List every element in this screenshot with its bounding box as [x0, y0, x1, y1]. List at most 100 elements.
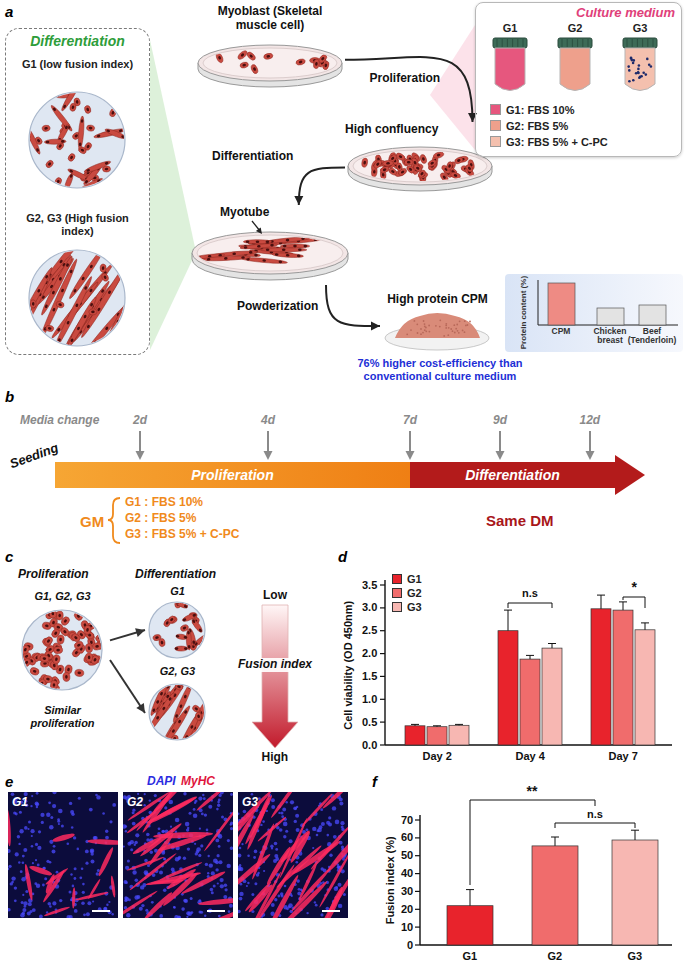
nucleus	[70, 338, 74, 342]
nucleus-stain	[328, 816, 331, 819]
error-bar	[641, 623, 649, 630]
nucleus-stain	[215, 868, 218, 871]
cell	[48, 608, 57, 618]
cell	[250, 64, 259, 75]
nucleus	[240, 53, 244, 57]
powder-grain	[443, 335, 445, 337]
cap-ridge	[523, 39, 524, 47]
nucleus	[91, 310, 95, 313]
cell	[63, 672, 70, 681]
nucleus-stain	[14, 886, 17, 889]
nucleus	[178, 719, 182, 723]
nucleus-stain	[20, 870, 23, 873]
myotube-stain	[255, 864, 296, 918]
nucleus-stain	[103, 907, 107, 911]
myotube-stain	[321, 792, 348, 810]
cell	[427, 159, 437, 168]
nucleus-stain	[71, 826, 74, 829]
bar	[520, 659, 540, 745]
myotube-stain	[244, 881, 272, 913]
panel-letter: a	[5, 3, 13, 20]
node-text: G2, G3	[145, 665, 210, 678]
cell	[73, 97, 81, 106]
nucleus	[89, 264, 93, 268]
nucleus-stain	[328, 823, 332, 827]
nucleus-stain	[210, 888, 214, 892]
nucleus-stain	[343, 893, 346, 896]
node-text: G3	[615, 22, 665, 35]
tick-arrow	[139, 431, 141, 452]
connector	[345, 57, 477, 122]
error-bar	[433, 725, 441, 727]
nucleus-stain	[181, 907, 185, 911]
nucleus	[93, 658, 97, 662]
nucleus-stain	[159, 914, 163, 918]
nucleus	[437, 153, 441, 156]
nucleus-stain	[271, 805, 275, 809]
particle	[645, 73, 648, 76]
nucleus-stain	[243, 810, 247, 814]
time-label: 2d	[133, 414, 147, 428]
bar-label: Chicken breast	[587, 327, 633, 346]
nucleus-stain	[271, 798, 275, 802]
myotube-stain	[139, 822, 183, 858]
nucleus-stain	[23, 848, 27, 852]
nucleus	[244, 246, 248, 249]
nucleus-stain	[262, 820, 265, 823]
cell	[167, 615, 177, 625]
cell	[465, 163, 475, 173]
powder-grain	[428, 325, 430, 327]
stain-label: MyHC	[181, 775, 215, 789]
nucleus	[32, 670, 36, 674]
error-bar	[597, 595, 605, 609]
callout-shade	[150, 40, 196, 350]
nucleus	[65, 186, 69, 190]
nucleus-stain	[238, 812, 240, 815]
nucleus-stain	[213, 885, 216, 888]
nucleus	[407, 161, 411, 164]
powder-grain	[424, 326, 426, 328]
connector-line	[326, 285, 380, 326]
nucleus-stain	[219, 860, 223, 864]
tick-label: 10	[401, 921, 413, 934]
cell	[53, 646, 63, 654]
nucleus	[105, 168, 109, 171]
nucleus-stain	[130, 848, 133, 851]
nucleus-stain	[186, 828, 189, 831]
nucleus-stain	[189, 812, 192, 815]
nucleus	[175, 714, 179, 718]
nucleus	[170, 617, 174, 621]
cell-field	[24, 81, 127, 194]
cap-ridge	[517, 39, 518, 47]
nucleus-stain	[11, 881, 14, 884]
nucleus-stain	[135, 879, 139, 883]
nucleus-stain	[73, 836, 76, 839]
micrograph	[8, 792, 118, 918]
cell	[176, 633, 188, 640]
nucleus-stain	[217, 882, 219, 884]
nucleus-stain	[67, 842, 70, 845]
nucleus-stain	[290, 800, 294, 804]
nucleus-stain	[56, 871, 59, 874]
nucleus	[205, 700, 209, 704]
nucleus-stain	[40, 813, 44, 817]
nucleus	[89, 288, 93, 292]
nucleus-stain	[19, 829, 23, 833]
nucleus-stain	[283, 835, 286, 838]
node-text: G1, G2, G3	[15, 590, 110, 603]
nucleus-stain	[220, 878, 224, 882]
tick-mark	[415, 926, 420, 927]
nucleus-stain	[154, 794, 157, 797]
cell	[24, 125, 42, 155]
nucleus-stain	[21, 877, 26, 882]
panel-letter: d	[338, 548, 347, 565]
nucleus	[171, 729, 175, 733]
tick-label: 1.0	[362, 693, 377, 706]
nucleus-stain	[8, 908, 11, 912]
cell	[55, 301, 64, 309]
myotube-stain	[146, 796, 198, 825]
nucleus	[61, 140, 65, 143]
nucleus	[188, 645, 191, 649]
culture-tube	[493, 38, 527, 91]
cell	[419, 154, 427, 165]
